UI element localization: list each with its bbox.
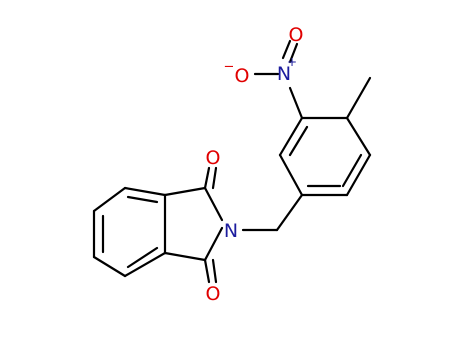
oxygen-atom-bottom: O (206, 283, 221, 305)
bond (278, 153, 304, 197)
bond (341, 153, 363, 188)
bond (123, 186, 167, 197)
nitro-oxygen-left-charge: − (224, 60, 235, 75)
bond (345, 153, 372, 197)
bond (92, 255, 127, 278)
bond (281, 39, 292, 60)
bond (203, 258, 211, 284)
nitro-nitrogen-atom: N (277, 63, 291, 85)
nitro-oxygen-top-atom: O (289, 24, 304, 46)
bond (345, 116, 372, 157)
imide-ring (163, 166, 224, 284)
methylene-linker (241, 193, 304, 232)
bond (92, 186, 127, 213)
bond (126, 195, 159, 204)
bond (163, 186, 207, 197)
bond (278, 116, 304, 157)
bond (203, 226, 224, 262)
bond (211, 258, 218, 284)
bond (203, 186, 224, 222)
nitro-oxygen-left-atom: O (235, 65, 250, 87)
bond (126, 246, 159, 269)
nitro-nitrogen-charge: + (287, 55, 297, 69)
bond (211, 166, 218, 190)
methyl-bond (345, 76, 372, 120)
bond (288, 42, 299, 64)
aryl-ring (278, 116, 372, 197)
bond (163, 251, 207, 262)
benzo-ring (92, 186, 167, 278)
oxygen-atom-top: O (206, 147, 221, 169)
bond (288, 125, 309, 157)
nitro-group (253, 39, 304, 120)
bond (275, 193, 304, 232)
imide-nitrogen-atom: N (224, 220, 238, 242)
bond (123, 251, 167, 278)
bond (203, 166, 211, 190)
bond (288, 86, 304, 120)
